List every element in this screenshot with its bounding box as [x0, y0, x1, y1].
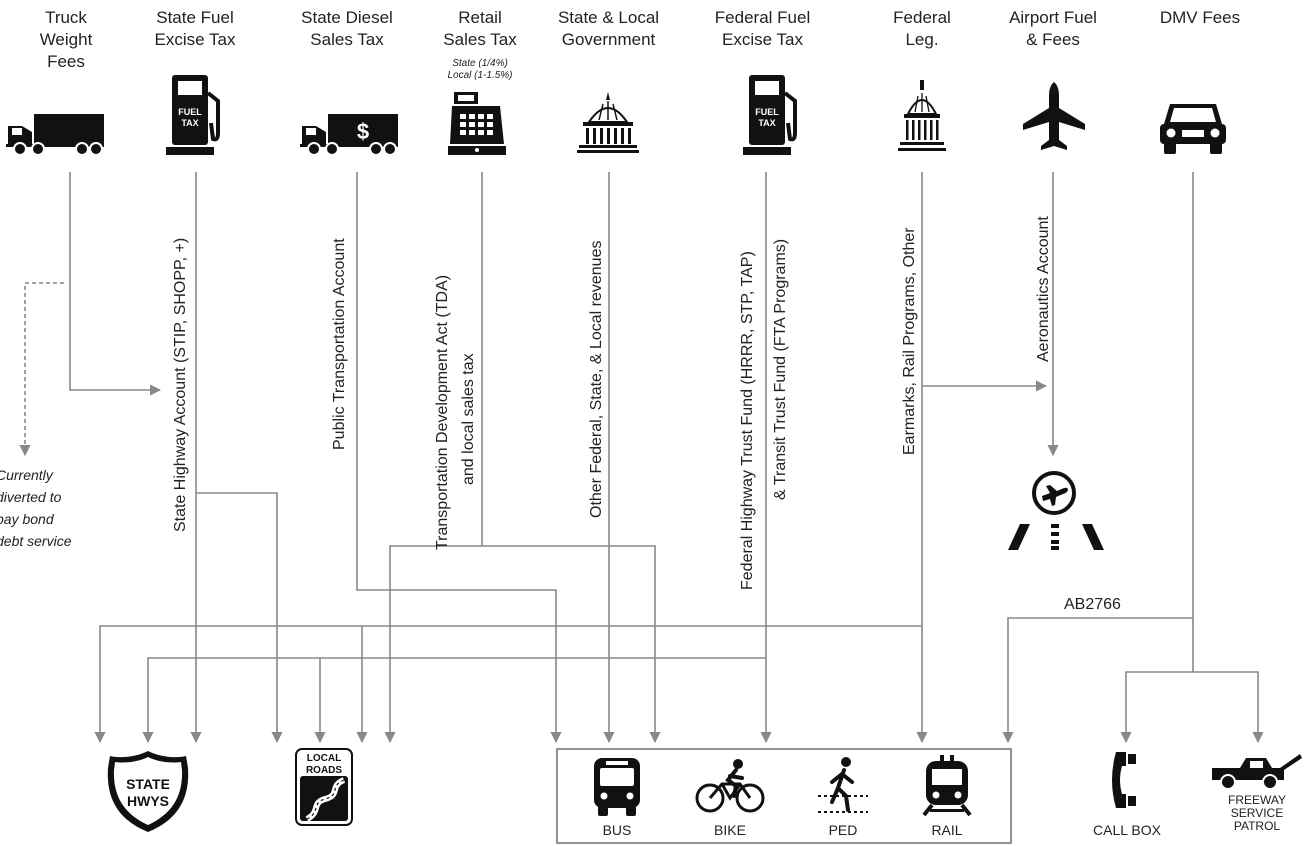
flow-dmv-split [1120, 671, 1193, 744]
bus-label: BUS [602, 822, 632, 838]
flow-dmv-patrol [1193, 671, 1264, 744]
source-state-diesel: State Diesel Sales Tax [301, 8, 393, 49]
source-truck-weight: Truck Weight Fees [39, 8, 93, 71]
freeway-patrol-label: FREEWAY SERVICE PATROL [1227, 793, 1286, 833]
source-dmv: DMV Fees [1159, 8, 1241, 27]
source-airport: Airport Fuel & Fees [1009, 8, 1097, 49]
flow-ab2766 [1002, 617, 1193, 744]
fuel-pump-icon: FUEL TAX [166, 75, 220, 155]
label-earmarks: Earmarks, Rail Programs, Other [901, 227, 918, 455]
svg-text:TAX: TAX [758, 118, 775, 128]
label-aeronautics: Aeronautics Account [1035, 216, 1052, 362]
flow-tda-to-transit [482, 545, 661, 744]
ped-label: PED [828, 822, 858, 838]
flow-earmarks-bus [94, 625, 922, 744]
label-tda-sub: and local sales tax [460, 353, 477, 485]
svg-text:FUEL: FUEL [755, 107, 779, 117]
label-tda: Transportation Development Act (TDA) [434, 274, 451, 550]
label-transit-trust: & Transit Trust Fund (FTA Programs) [772, 238, 789, 500]
svg-text:LOCAL: LOCAL [307, 753, 341, 764]
local-roads-icon: LOCAL ROADS [295, 748, 353, 826]
source-state-local-gov: State & Local Government [557, 8, 660, 49]
flow-truck-to-sha [69, 172, 162, 396]
tow-truck-icon [1212, 754, 1302, 790]
fuel-pump-icon: FUEL TAX [743, 75, 797, 155]
label-fed-hwy-trust: Federal Highway Trust Fund (HRRR, STP, T… [739, 251, 756, 590]
flow-pta [356, 172, 562, 744]
retail-rates: State (1/4%) Local (1-1.5%) [447, 58, 513, 81]
rail-icon [922, 755, 972, 817]
car-icon [1160, 104, 1226, 154]
capitol-dome-icon [898, 80, 946, 151]
call-box-label: CALL BOX [1093, 822, 1161, 838]
transit-box [556, 748, 1012, 844]
ab2766-label: AB2766 [1064, 596, 1121, 613]
svg-text:ROADS: ROADS [306, 765, 342, 776]
diverted-note: Currently diverted to pay bond debt serv… [0, 467, 72, 549]
source-federal-leg: Federal Leg. [893, 8, 951, 49]
ped-icon [818, 757, 868, 813]
rail-label: RAIL [931, 822, 963, 838]
truck-dollar-icon: $ [300, 114, 398, 156]
bus-icon [594, 758, 640, 816]
flow-sha-to-local [196, 492, 283, 744]
svg-text:TAX: TAX [181, 118, 198, 128]
source-state-fuel: State Fuel Excise Tax [154, 8, 236, 49]
svg-text:HWYS: HWYS [127, 793, 169, 809]
flow-fed-bus [142, 657, 766, 744]
label-public-transportation-account: Public Transportation Account [331, 238, 348, 450]
label-other-revenues: Other Federal, State, & Local revenues [588, 240, 605, 518]
call-box-icon [1112, 752, 1136, 808]
capitol-icon [577, 92, 639, 153]
svg-text:STATE: STATE [126, 776, 170, 792]
flow-tda-to-local [384, 545, 482, 744]
source-federal-fuel: Federal Fuel Excise Tax [714, 8, 811, 49]
label-state-highway-account: State Highway Account (STIP, SHOPP, +) [172, 237, 189, 532]
state-hwys-shield-icon: STATE HWYS [107, 751, 189, 832]
cash-register-icon [448, 92, 506, 155]
truck-icon [6, 114, 104, 156]
bike-label: BIKE [714, 822, 746, 838]
svg-text:$: $ [357, 119, 369, 144]
airplane-icon [1023, 82, 1085, 150]
flow-truck-diverted [19, 282, 64, 457]
bike-icon [695, 759, 765, 813]
airport-runway-icon [1008, 471, 1104, 550]
svg-text:FUEL: FUEL [178, 107, 202, 117]
source-retail-sales: Retail Sales Tax [443, 8, 517, 49]
